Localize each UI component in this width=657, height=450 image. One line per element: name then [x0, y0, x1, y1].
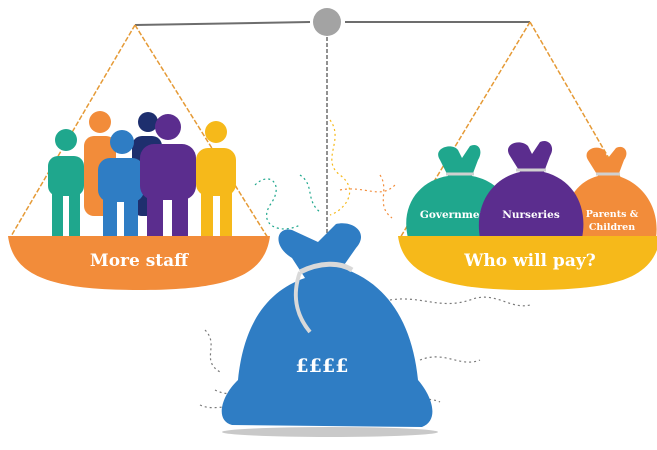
parents-children-bag: Parents & Children — [565, 146, 657, 238]
bag-shadow — [222, 427, 438, 437]
parents-label-line2: Children — [589, 222, 635, 233]
person-icon — [48, 129, 84, 236]
nurseries-bag: Nurseries — [478, 140, 584, 238]
parents-label-line1: Parents & — [586, 209, 639, 220]
government-label: Government — [420, 209, 492, 221]
funding-bags: Government Parents & Children Nurseries — [406, 140, 657, 238]
money-bag: ££££ — [221, 223, 438, 437]
person-icon — [140, 114, 196, 237]
money-bag-label: ££££ — [296, 355, 349, 377]
nurseries-label: Nurseries — [502, 209, 560, 221]
scale-beam — [134, 8, 530, 240]
pivot-knob — [313, 8, 341, 36]
staff-people-group — [48, 111, 236, 237]
person-icon — [98, 130, 144, 237]
right-pan-label: Who will pay? — [463, 251, 595, 271]
right-pan: Who will pay? — [398, 236, 657, 290]
person-icon — [196, 121, 236, 236]
left-pan-label: More staff — [90, 251, 189, 271]
left-pan: More staff — [8, 236, 270, 290]
